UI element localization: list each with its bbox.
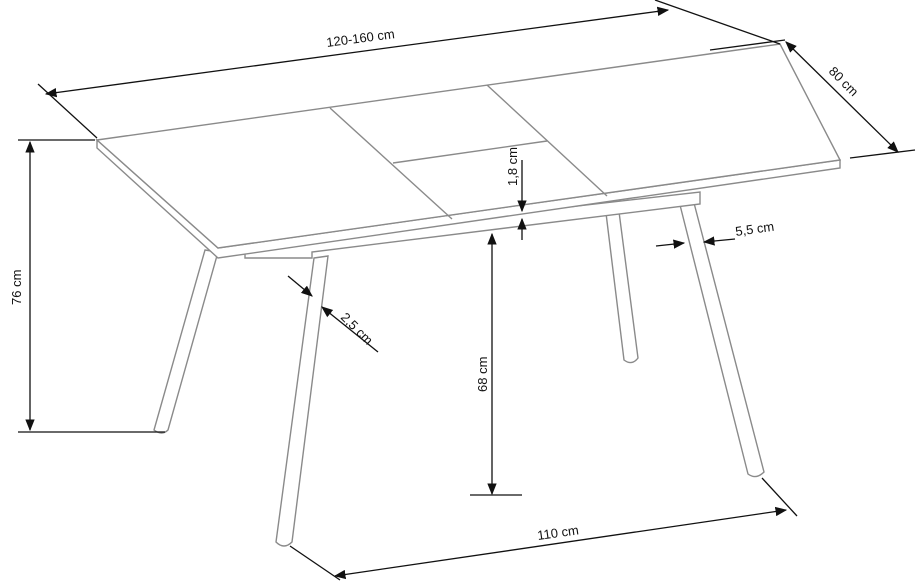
dimension-leg-width: 5,5 cm bbox=[655, 219, 775, 249]
front-left-leg bbox=[275, 255, 329, 547]
leg-span-label: 110 cm bbox=[536, 522, 579, 543]
back-right-leg bbox=[604, 203, 639, 364]
clearance-label: 68 cm bbox=[475, 357, 490, 392]
leg-width-label: 5,5 cm bbox=[734, 219, 775, 239]
table-apron bbox=[244, 191, 701, 259]
dimension-total-height: 76 cm bbox=[9, 139, 165, 433]
depth-label: 80 cm bbox=[826, 64, 862, 100]
front-right-leg bbox=[679, 202, 765, 478]
dimension-thickness: 1,8 cm bbox=[505, 147, 527, 240]
dimension-leg-span: 110 cm bbox=[289, 477, 798, 581]
length-label: 120-160 cm bbox=[325, 26, 395, 50]
thickness-label: 1,8 cm bbox=[505, 147, 520, 186]
dimension-clearance: 68 cm bbox=[470, 232, 522, 496]
table-legs bbox=[153, 202, 765, 547]
leaf-seam-left bbox=[329, 107, 453, 220]
leg-depth-label: 2,5 cm bbox=[338, 310, 376, 348]
dimension-leg-depth: 2,5 cm bbox=[287, 275, 379, 353]
back-left-leg bbox=[153, 249, 219, 434]
leaf-split bbox=[392, 140, 548, 164]
leaf-seam-right bbox=[486, 84, 608, 197]
total-height-label: 76 cm bbox=[9, 270, 24, 305]
